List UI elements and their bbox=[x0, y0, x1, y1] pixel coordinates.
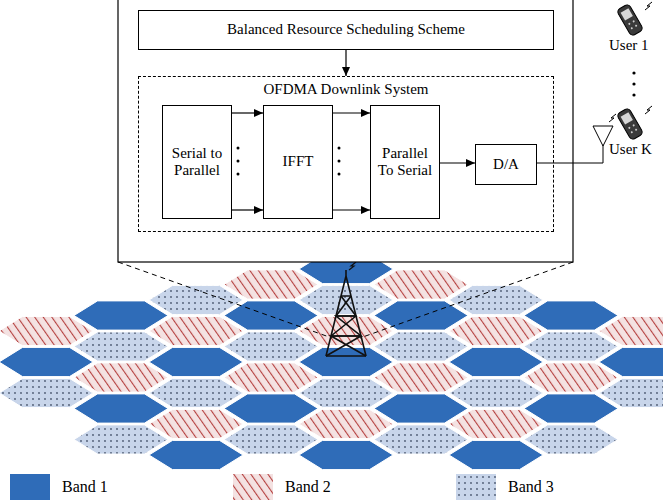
hex-cells bbox=[0, 254, 663, 469]
ellipsis-dot bbox=[338, 147, 341, 150]
legend-swatch bbox=[456, 474, 496, 500]
system-group: OFDMA Downlink SystemSerial to Parallel I… bbox=[138, 76, 554, 232]
radio-wave bbox=[609, 114, 616, 122]
zoom-panel bbox=[118, 0, 573, 262]
arrow-connector bbox=[345, 50, 346, 76]
arrow-connector bbox=[333, 112, 370, 113]
ellipsis-dot bbox=[237, 173, 240, 176]
legend-swatch bbox=[233, 474, 273, 500]
zoom-line bbox=[118, 262, 332, 338]
process-box: Parallel To Serial bbox=[370, 105, 440, 219]
group-title: OFDMA Downlink System bbox=[139, 81, 553, 98]
ellipsis-dot bbox=[338, 160, 341, 163]
legend-label: Band 2 bbox=[285, 478, 331, 496]
radio-wave bbox=[645, 106, 652, 114]
box-label: Parallel To Serial bbox=[371, 145, 439, 180]
zoom-line bbox=[360, 262, 573, 338]
box-label: IFFT bbox=[280, 153, 317, 170]
process-box: Serial to Parallel bbox=[162, 105, 232, 219]
ellipsis-dot bbox=[237, 160, 240, 163]
user-label: User K bbox=[609, 141, 652, 158]
ellipsis-dot bbox=[237, 147, 240, 150]
scheme-box: Balanced Resource Scheduling Scheme bbox=[138, 10, 554, 50]
process-box: D/A bbox=[475, 144, 537, 185]
legend-swatch bbox=[10, 474, 50, 500]
legend-label: Band 1 bbox=[62, 478, 108, 496]
ellipsis-dot bbox=[338, 173, 341, 176]
arrow-connector bbox=[440, 162, 475, 163]
legend-label: Band 3 bbox=[508, 478, 554, 496]
parallel-arrow bbox=[333, 209, 370, 210]
phone-icon bbox=[616, 108, 643, 141]
arrow-connector bbox=[232, 112, 263, 113]
radio-wave bbox=[645, 2, 652, 10]
box-label: D/A bbox=[490, 156, 522, 173]
user-label: User 1 bbox=[609, 37, 649, 54]
parallel-arrow bbox=[232, 209, 263, 210]
box-label: Serial to Parallel bbox=[163, 145, 231, 180]
box-label: Balanced Resource Scheduling Scheme bbox=[224, 21, 468, 38]
phone-icon bbox=[616, 4, 643, 37]
process-box: IFFT bbox=[263, 105, 333, 219]
antenna-wire bbox=[536, 163, 603, 164]
ellipsis-dots bbox=[632, 71, 635, 96]
base-station-tower bbox=[326, 262, 366, 356]
